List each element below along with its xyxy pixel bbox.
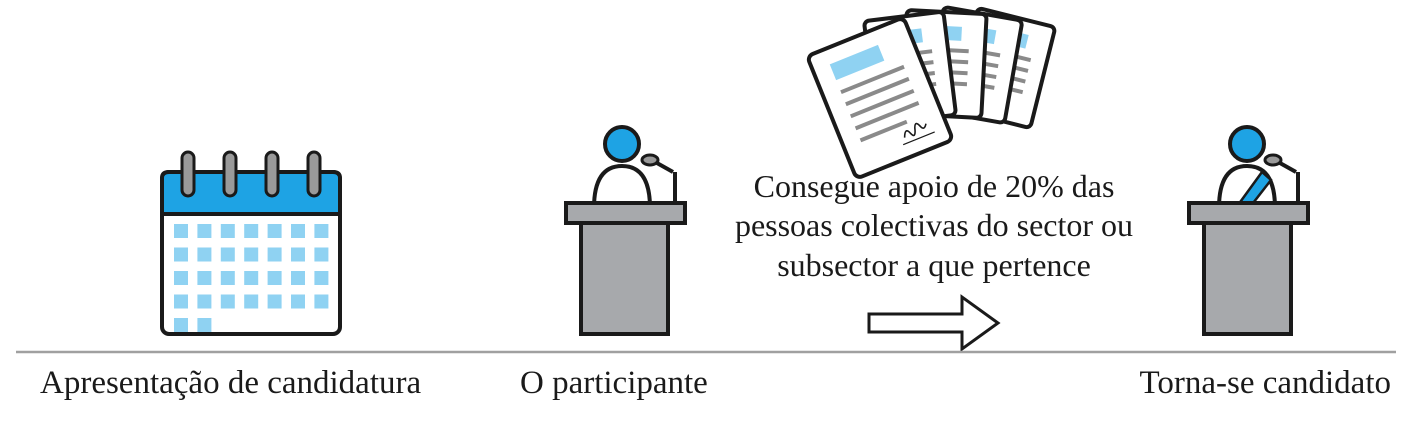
calendar-day-grid (174, 224, 329, 332)
calendar-day-cell (197, 247, 212, 262)
calendar-day-cell (174, 247, 188, 262)
calendar-day-cell (174, 318, 188, 332)
calendar-day-cell (267, 247, 282, 262)
right-arrow-icon (867, 294, 1001, 352)
calendar-day-cell (174, 224, 188, 238)
calendar-day-cell (267, 224, 282, 238)
condition-line-3: subsector a que pertence (777, 247, 1091, 283)
calendar-day-cell (220, 224, 235, 238)
calendar-day-cell (244, 294, 259, 309)
calendar-day-cell (291, 224, 305, 238)
calendar-day-cell (174, 294, 188, 309)
calendar-rings (180, 150, 322, 198)
calendar-day-cell (314, 224, 329, 238)
calendar-day-cell (267, 294, 282, 309)
calendar-day-cell (220, 247, 235, 262)
calendar-day-cell (197, 294, 212, 309)
calendar-day-cell (291, 271, 305, 285)
signature-scribble (903, 122, 927, 138)
calendar-day-cell (314, 247, 329, 262)
step-label-application: Apresentação de candidatura (40, 365, 421, 401)
calendar-day-cell (267, 271, 282, 285)
calendar-day-cell (244, 224, 259, 238)
calendar-day-cell (220, 271, 235, 285)
speaker-at-podium-icon (564, 125, 687, 336)
calendar-day-cell (174, 271, 188, 285)
step-label-participant: O participante (520, 365, 708, 401)
step-label-candidate: Torna-se candidato (1140, 365, 1392, 401)
calendar-day-cell (197, 318, 212, 332)
calendar-day-cell (220, 294, 235, 309)
condition-line-1: Consegue apoio de 20% das (754, 168, 1115, 204)
candidate-with-sash-at-podium-icon (1187, 125, 1310, 336)
calendar-day-cell (197, 224, 212, 238)
calendar-day-cell (244, 247, 259, 262)
calendar-day-cell (197, 271, 212, 285)
calendar-day-cell (291, 294, 305, 309)
condition-text: Consegue apoio de 20% das pessoas colect… (735, 168, 1133, 283)
calendar-day-cell (314, 271, 329, 285)
calendar-icon (160, 150, 342, 336)
signed-documents-icon (806, 5, 1057, 179)
calendar-day-cell (244, 271, 259, 285)
condition-line-2: pessoas colectivas do sector ou (735, 207, 1133, 243)
calendar-day-cell (291, 247, 305, 262)
calendar-day-cell (314, 294, 329, 309)
